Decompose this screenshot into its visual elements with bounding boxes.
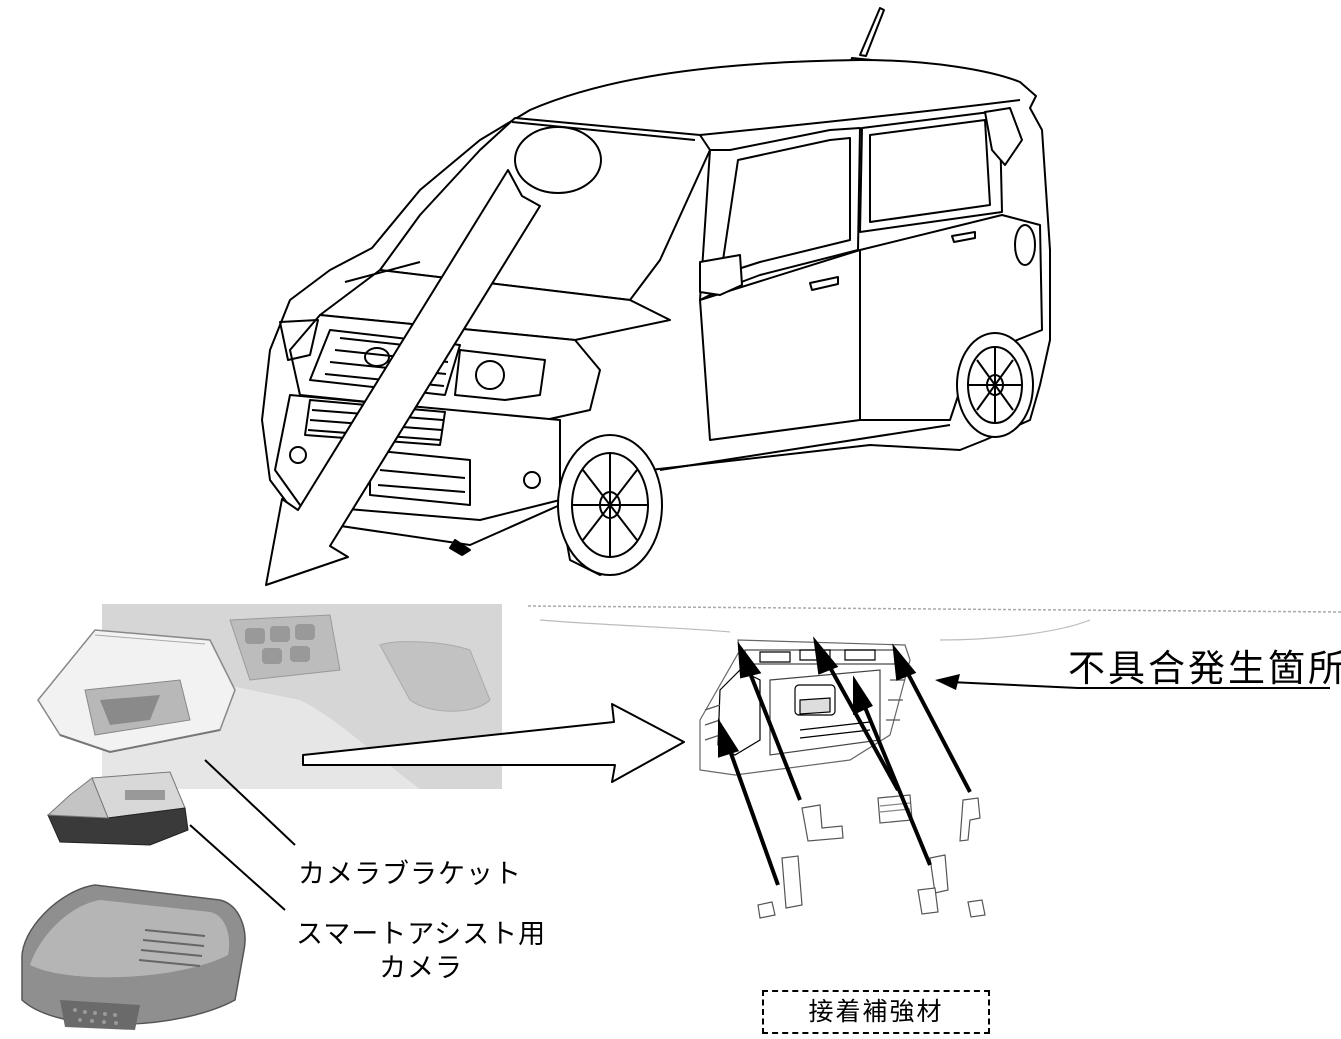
reinforcement-arrows (718, 636, 972, 886)
smart-assist-camera-label: スマートアシスト用 カメラ (296, 918, 546, 986)
callout-arrow-to-detail (302, 703, 685, 783)
bracket-closeup-illustration (527, 605, 1341, 919)
camera-unit-illustration (46, 771, 189, 846)
camera-leader-line (189, 824, 286, 911)
bracket-leader-line (204, 759, 296, 846)
smart-assist-camera-label-line2: カメラ (379, 952, 464, 984)
defect-location-callout (935, 674, 1330, 690)
defect-location-label: 不具合発生箇所 (1068, 647, 1341, 690)
vehicle-illustration (261, 7, 1051, 576)
adhesive-reinforcement-label: 接着補強材 (762, 990, 990, 1034)
camera-bracket-label: カメラブラケット (298, 859, 522, 890)
callout-arrow-to-bracket (265, 169, 541, 586)
camera-location-circle (514, 126, 602, 194)
smart-assist-camera-label-line1: スマートアシスト用 (296, 919, 547, 950)
camera-cover-illustration (21, 884, 246, 1030)
